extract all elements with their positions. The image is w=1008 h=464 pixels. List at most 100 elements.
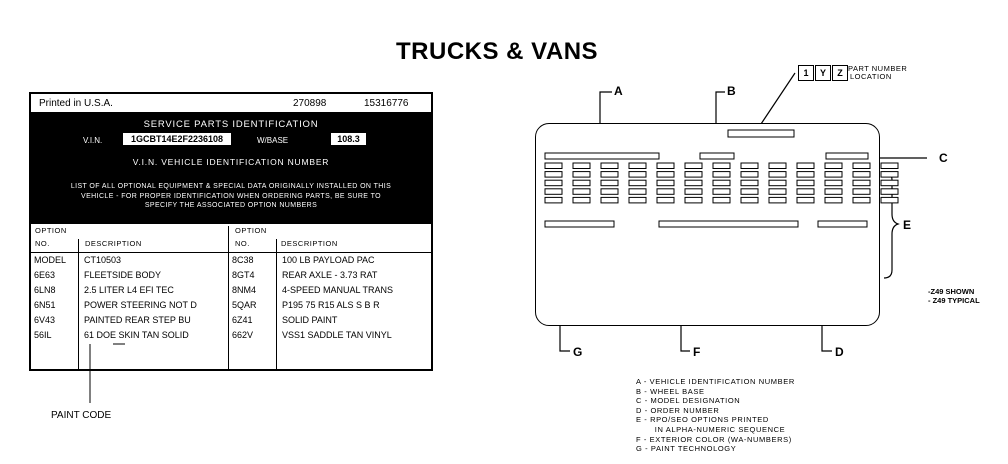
option-cell bbox=[572, 188, 591, 195]
vin-label: V.I.N. bbox=[83, 136, 103, 145]
page-title: TRUCKS & VANS bbox=[396, 38, 599, 65]
option-desc: FLEETSIDE BODY bbox=[84, 270, 162, 280]
option-cell bbox=[684, 162, 703, 169]
legend-item: E - RPO/SEO OPTIONS PRINTED bbox=[636, 415, 769, 425]
option-desc: 2.5 LITER L4 EFI TEC bbox=[84, 285, 174, 295]
option-desc: P195 75 R15 ALS S B R bbox=[282, 300, 380, 310]
z49-note-line: - Z49 TYPICAL bbox=[928, 296, 980, 305]
option-no: 6Z41 bbox=[232, 315, 253, 325]
option-cell bbox=[628, 188, 647, 195]
option-desc: 61 DOE SKIN TAN SOLID bbox=[84, 330, 189, 340]
option-cell bbox=[796, 162, 815, 169]
option-grid bbox=[544, 162, 899, 204]
option-desc: REAR AXLE - 3.73 RAT bbox=[282, 270, 378, 280]
option-cell bbox=[712, 188, 731, 195]
option-desc: 4-SPEED MANUAL TRANS bbox=[282, 285, 394, 295]
legend-item: G - PAINT TECHNOLOGY bbox=[636, 444, 737, 454]
option-cell bbox=[740, 171, 759, 178]
option-cell bbox=[824, 179, 843, 187]
option-cell bbox=[796, 196, 815, 204]
option-no: 56IL bbox=[34, 330, 52, 340]
part-number-label-line: PART NUMBER bbox=[848, 64, 908, 73]
legend-item: IN ALPHA-NUMERIC SEQUENCE bbox=[636, 424, 786, 434]
option-cell bbox=[852, 162, 871, 169]
option-cell bbox=[768, 196, 787, 204]
option-cell bbox=[768, 171, 787, 178]
option-no: 5QAR bbox=[232, 300, 257, 310]
option-cell bbox=[600, 188, 619, 195]
option-cell bbox=[572, 171, 591, 178]
vin-full-text: V.I.N. VEHICLE IDENTIFICATION NUMBER bbox=[132, 157, 330, 167]
col-option-right: OPTION bbox=[235, 226, 267, 235]
option-desc: 100 LB PAYLOAD PAC bbox=[282, 255, 375, 265]
label-number-2: 15316776 bbox=[364, 98, 409, 109]
option-cell bbox=[852, 171, 871, 178]
header-divider bbox=[31, 252, 431, 253]
option-cell bbox=[628, 179, 647, 187]
option-cell bbox=[600, 162, 619, 169]
option-no: 6N51 bbox=[34, 300, 56, 310]
wheelbase-bar bbox=[699, 152, 735, 160]
col-no-right: NO. bbox=[235, 239, 250, 248]
option-cell bbox=[880, 188, 899, 195]
col-desc-right: DESCRIPTION bbox=[281, 239, 338, 248]
option-cell bbox=[824, 196, 843, 204]
note-line: SPECIFY THE ASSOCIATED OPTION NUMBERS bbox=[144, 202, 318, 209]
spi-title: SERVICE PARTS IDENTIFICATION bbox=[143, 119, 319, 130]
option-cell bbox=[656, 171, 675, 178]
option-cell bbox=[572, 179, 591, 187]
option-cell bbox=[712, 196, 731, 204]
part-number-slot bbox=[727, 129, 795, 138]
label-note: LIST OF ALL OPTIONAL EQUIPMENT & SPECIAL… bbox=[43, 182, 419, 211]
option-no: 6E63 bbox=[34, 270, 56, 280]
option-desc: SOLID PAINT bbox=[282, 315, 338, 325]
legend-item: A - VEHICLE IDENTIFICATION NUMBER bbox=[636, 377, 795, 386]
option-cell bbox=[768, 162, 787, 169]
label-header: Printed in U.S.A. 270898 15316776 bbox=[31, 94, 431, 112]
option-no: 662V bbox=[232, 330, 254, 340]
exterior-color-bar bbox=[658, 220, 799, 228]
option-cell bbox=[740, 162, 759, 169]
option-cell bbox=[628, 171, 647, 178]
col-desc-left: DESCRIPTION bbox=[85, 239, 142, 248]
option-cell bbox=[880, 162, 899, 169]
note-line: LIST OF ALL OPTIONAL EQUIPMENT & SPECIAL… bbox=[70, 183, 392, 190]
vin-row: V.I.N. 1GCBT14E2F2236108 W/BASE 108.3 bbox=[31, 133, 431, 147]
option-cell bbox=[600, 196, 619, 204]
z49-note-line: -Z49 SHOWN bbox=[928, 287, 975, 296]
letter-f: F bbox=[693, 345, 701, 359]
option-cell bbox=[656, 179, 675, 187]
option-cell bbox=[628, 162, 647, 169]
legend-item: B - WHEEL BASE bbox=[636, 386, 705, 396]
part-number-location-label: PART NUMBER LOCATION bbox=[848, 65, 907, 81]
option-cell bbox=[880, 179, 899, 187]
vin-value: 1GCBT14E2F2236108 bbox=[123, 133, 231, 145]
option-cell bbox=[684, 196, 703, 204]
option-cell bbox=[852, 196, 871, 204]
letter-a: A bbox=[614, 84, 623, 98]
option-cell bbox=[656, 188, 675, 195]
model-bar bbox=[825, 152, 869, 160]
letter-b: B bbox=[727, 84, 736, 98]
option-cell bbox=[824, 188, 843, 195]
z49-note: -Z49 SHOWN - Z49 TYPICAL bbox=[928, 287, 980, 305]
option-no: 8GT4 bbox=[232, 270, 255, 280]
option-cell bbox=[684, 179, 703, 187]
option-cell bbox=[852, 179, 871, 187]
option-cell bbox=[600, 171, 619, 178]
column-divider bbox=[276, 239, 277, 369]
letter-d: D bbox=[835, 345, 844, 359]
option-cell bbox=[740, 188, 759, 195]
option-cell bbox=[740, 179, 759, 187]
option-cell bbox=[824, 162, 843, 169]
col-no-left: NO. bbox=[35, 239, 50, 248]
option-cell bbox=[544, 179, 563, 187]
legend-item: D - ORDER NUMBER bbox=[636, 405, 720, 415]
option-cell bbox=[796, 188, 815, 195]
vin-bar bbox=[544, 152, 660, 160]
order-number-bar bbox=[817, 220, 868, 228]
option-no: 6LN8 bbox=[34, 285, 56, 295]
column-divider bbox=[78, 239, 79, 369]
option-cell bbox=[600, 179, 619, 187]
option-cell bbox=[544, 188, 563, 195]
